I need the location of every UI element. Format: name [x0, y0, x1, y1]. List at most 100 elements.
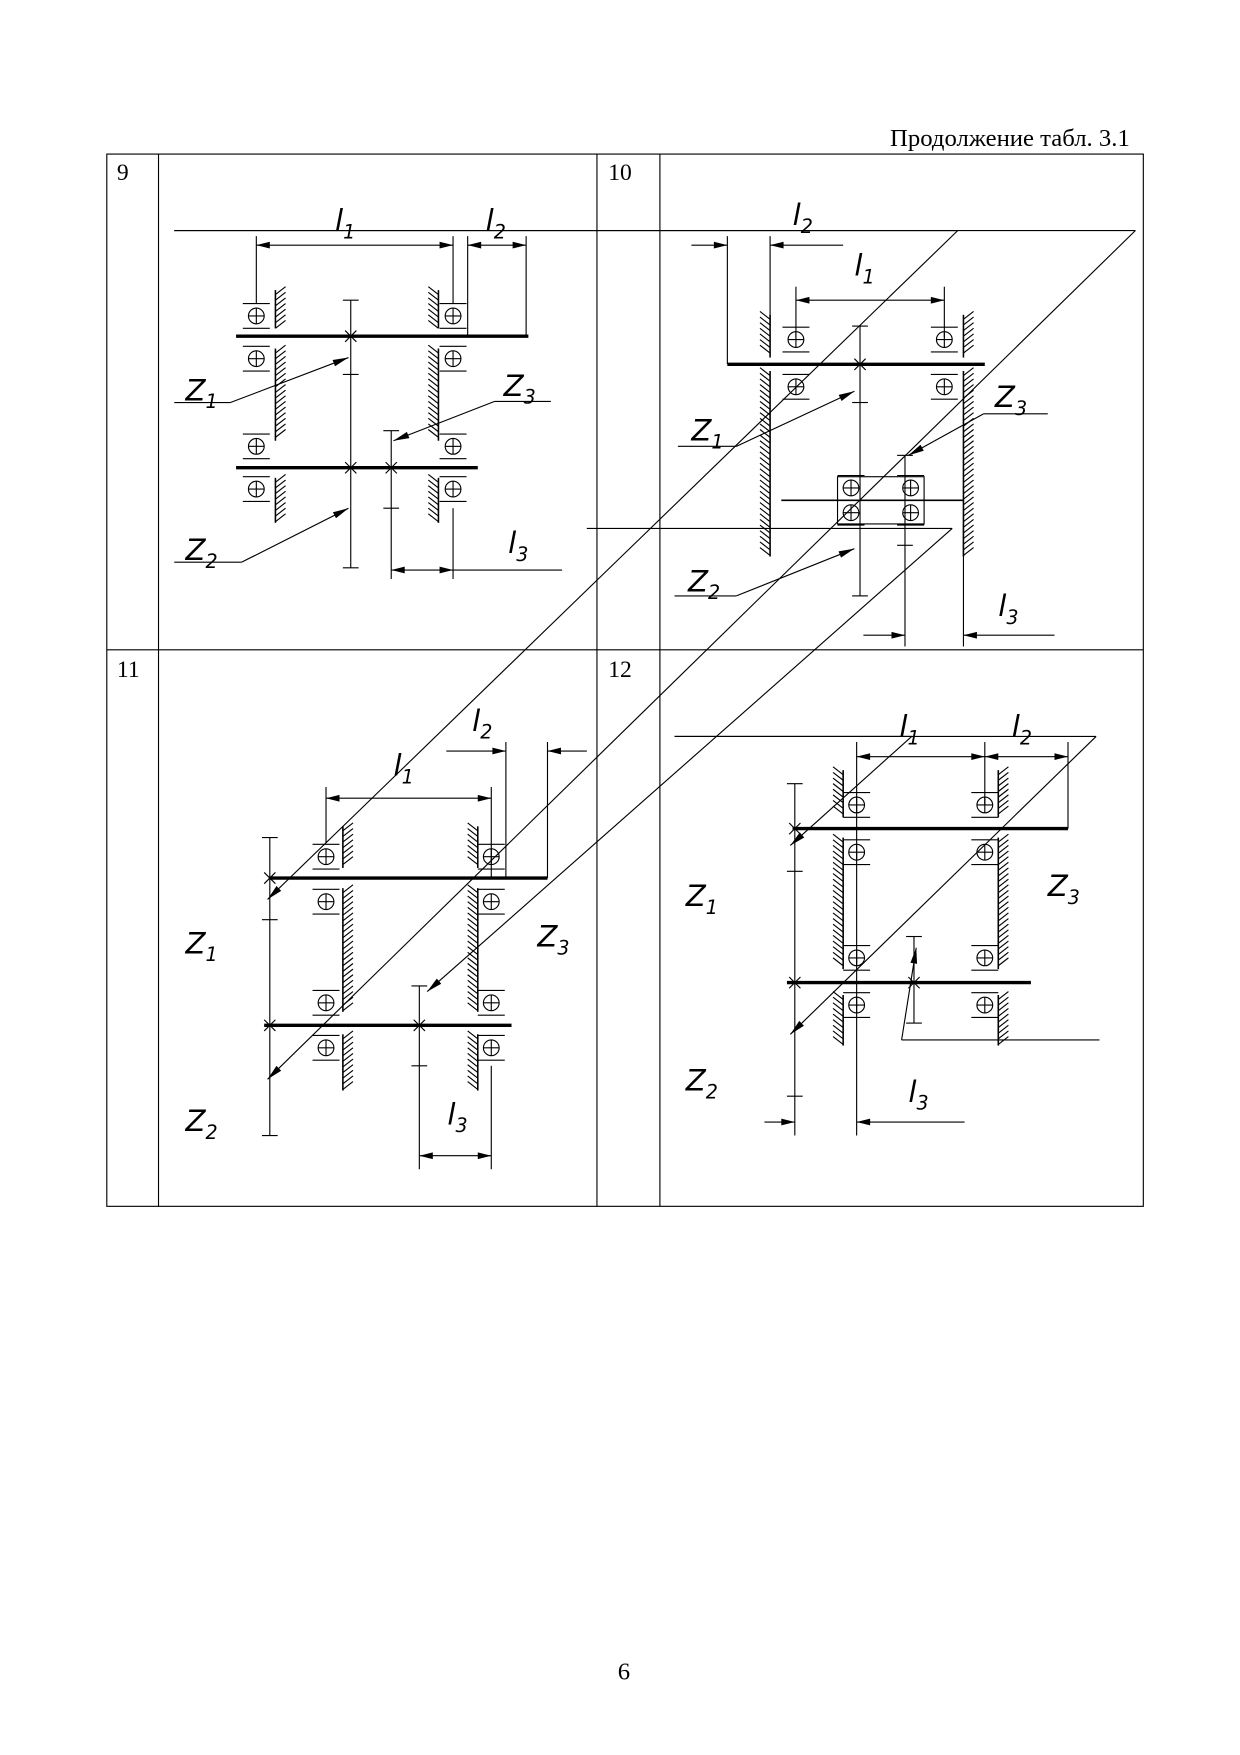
line	[427, 361, 439, 371]
line	[963, 412, 974, 421]
line	[342, 974, 354, 984]
line	[275, 406, 286, 416]
line	[467, 957, 479, 967]
arrowhead	[790, 1020, 804, 1035]
label-z2: Z2	[184, 1104, 217, 1144]
line	[963, 445, 974, 455]
row-number-10: 10	[608, 160, 632, 186]
line	[467, 1081, 479, 1090]
line	[832, 873, 844, 882]
label-z3-subscript: 3	[1068, 886, 1080, 909]
line	[275, 384, 286, 393]
line	[832, 901, 844, 910]
label-l2: l2	[486, 204, 506, 244]
label-z3: Z3	[503, 369, 536, 409]
label-l1-main: l	[393, 749, 401, 783]
line	[275, 361, 286, 371]
label-z3-subscript: 3	[1015, 397, 1027, 420]
line	[832, 833, 844, 843]
line	[467, 1075, 479, 1085]
line	[467, 1041, 479, 1051]
line	[275, 355, 286, 365]
bearing-icon	[242, 433, 270, 460]
line	[997, 923, 1009, 933]
line	[759, 530, 771, 539]
bearing-icon	[971, 944, 999, 971]
arrowhead	[838, 548, 855, 558]
arrowhead	[891, 631, 905, 639]
line	[467, 822, 479, 832]
line	[997, 850, 1009, 860]
line	[832, 918, 844, 927]
line	[963, 384, 974, 393]
label-z1-main: Z	[184, 926, 206, 960]
line	[832, 889, 844, 899]
bearing-icon	[971, 839, 999, 866]
line	[853, 358, 867, 371]
label-z3-main: Z	[536, 920, 558, 954]
line	[759, 513, 771, 523]
line	[832, 794, 844, 804]
bearing-icon	[439, 433, 467, 460]
label-z3-main: Z	[994, 380, 1016, 414]
line	[427, 314, 439, 324]
housing-wall	[832, 766, 844, 818]
line	[427, 417, 439, 427]
line	[963, 462, 974, 472]
line	[963, 440, 974, 450]
housing-wall	[962, 311, 974, 358]
line	[275, 479, 286, 489]
line	[275, 378, 286, 388]
line	[963, 395, 974, 405]
line	[963, 485, 974, 495]
line	[427, 350, 439, 360]
line	[467, 912, 479, 922]
arrowhead	[770, 241, 784, 249]
line	[759, 344, 771, 354]
line	[832, 895, 844, 905]
line	[275, 412, 286, 421]
arrowhead	[790, 832, 805, 846]
line	[427, 507, 439, 517]
bearing-icon	[897, 475, 925, 501]
line	[467, 951, 479, 961]
label-l1-subscript: 1	[343, 220, 355, 243]
label-l2-subscript: 2	[480, 721, 492, 744]
line	[759, 474, 771, 483]
line	[342, 929, 354, 939]
line	[275, 496, 286, 506]
arrowhead	[795, 296, 810, 304]
line	[832, 957, 844, 967]
line	[997, 906, 1009, 916]
leader-line	[267, 230, 959, 900]
line	[963, 423, 974, 433]
page-number: 6	[618, 1659, 630, 1686]
line	[342, 906, 354, 916]
line	[342, 1041, 354, 1051]
label-l3-subscript: 3	[916, 1092, 928, 1115]
label-z2: Z2	[184, 533, 217, 573]
label-l2-subscript: 2	[801, 215, 813, 238]
line	[832, 946, 844, 955]
label-z2-subscript: 2	[206, 1121, 218, 1144]
arrowhead	[267, 886, 282, 900]
line	[832, 1030, 844, 1040]
label-l3-main: l	[447, 1097, 455, 1131]
line	[342, 901, 354, 910]
line	[467, 850, 479, 860]
line	[467, 968, 479, 978]
line	[275, 395, 286, 405]
line	[832, 839, 844, 849]
line	[832, 929, 844, 939]
gear	[852, 325, 868, 597]
label-z2-subscript: 2	[706, 1080, 718, 1103]
housing-wall	[962, 367, 974, 557]
line	[342, 923, 354, 933]
line	[832, 884, 844, 894]
arrowhead	[332, 508, 349, 519]
label-l1: l1	[899, 709, 919, 749]
arrowhead	[838, 391, 855, 401]
line	[759, 367, 771, 376]
label-l1: l1	[335, 204, 355, 244]
arrowhead	[908, 444, 924, 456]
